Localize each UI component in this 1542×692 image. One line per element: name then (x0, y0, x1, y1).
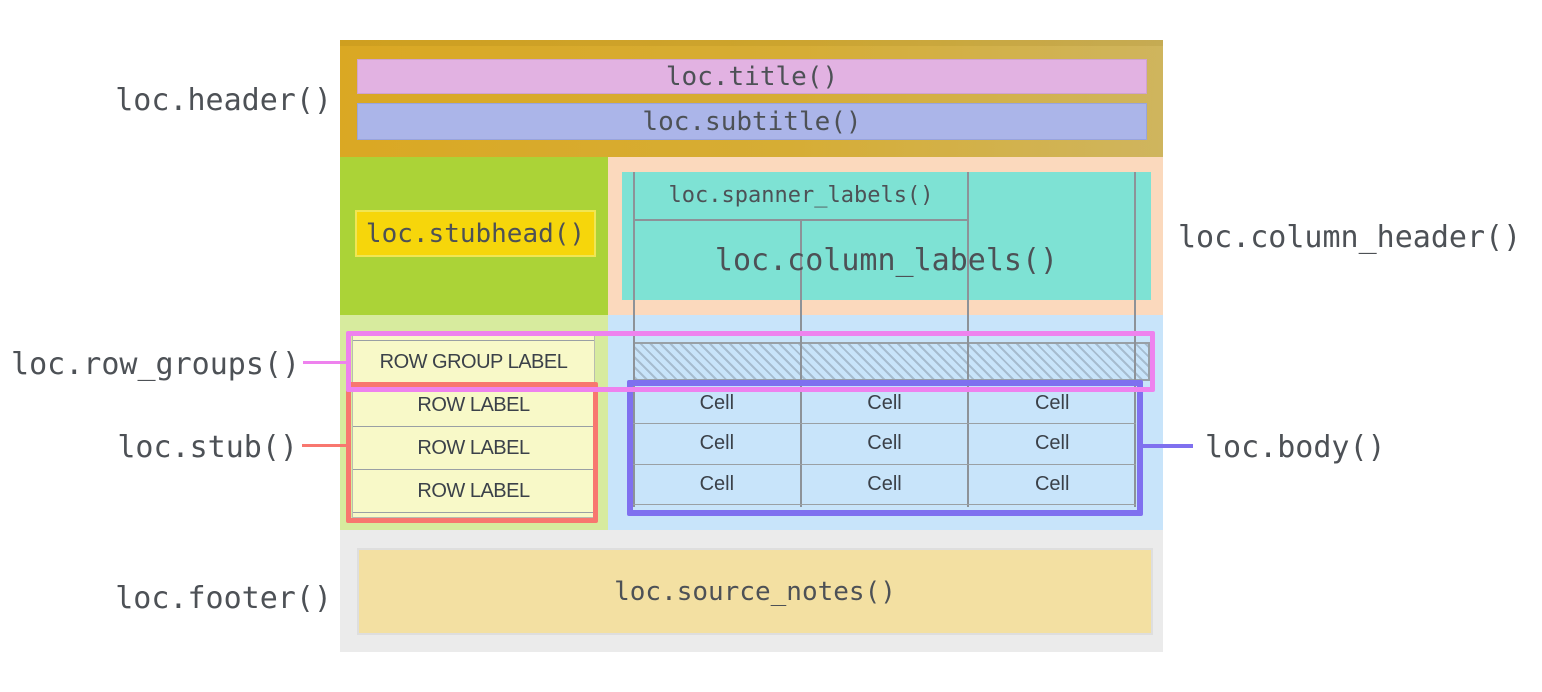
column-labels-box (622, 172, 1151, 300)
body-region (608, 315, 1163, 530)
body-cell: Cell (699, 432, 735, 455)
spanner-labels-cell: loc.spanner_labels() (633, 174, 969, 217)
loc-body-label: loc.body() (1205, 429, 1386, 465)
row-group-label-cell: ROW GROUP LABEL (353, 340, 594, 383)
body-cell: Cell (1034, 472, 1070, 495)
row-label-cell: ROW LABEL (353, 469, 594, 513)
column-labels-cell: loc.column_labels() (622, 225, 1151, 295)
loc-column-header-label: loc.column_header() (1178, 219, 1522, 255)
stubhead-label: loc.stubhead() (365, 218, 586, 249)
row-groups-outline (346, 331, 1155, 392)
loc-header-label: loc.header() (115, 82, 332, 118)
body-cell: Cell (867, 432, 902, 455)
loc-row-groups-label: loc.row_groups() (11, 346, 300, 382)
body-cell: Cell (1034, 432, 1070, 455)
body-connector-line (1141, 444, 1193, 448)
row-label-cell: ROW LABEL (353, 426, 594, 469)
stub-connector-line (302, 444, 348, 447)
subtitle-bar: loc.subtitle() (357, 103, 1147, 140)
stub-outline (346, 382, 598, 523)
body-cell: Cell (867, 392, 902, 415)
body-row: Cell Cell Cell (633, 465, 1136, 505)
body-cell: Cell (699, 472, 735, 495)
body-cell: Cell (1034, 392, 1070, 415)
body-cell-grid: Cell Cell Cell Cell Cell Cell Cell Cell … (633, 384, 1136, 505)
body-row: Cell Cell Cell (633, 424, 1136, 465)
body-cell: Cell (867, 472, 902, 495)
subtitle-label: loc.subtitle() (642, 106, 862, 137)
grid-line-vertical-1 (633, 172, 635, 507)
stubhead-box: loc.stubhead() (355, 210, 596, 257)
stub-block: ROW GROUP LABEL ROW LABEL ROW LABEL ROW … (352, 335, 595, 518)
loc-stub-label: loc.stub() (117, 429, 298, 465)
source-notes-label: loc.source_notes() (614, 576, 896, 607)
body-row: Cell Cell Cell (633, 384, 1136, 425)
body-outline (627, 380, 1143, 516)
title-label: loc.title() (665, 61, 839, 92)
row-groups-connector-line (303, 361, 348, 364)
column-labels-label: loc.column_labels() (714, 242, 1059, 278)
grid-line-vertical-4 (1134, 172, 1136, 507)
spanner-divider-line (633, 219, 969, 221)
title-bar: loc.title() (357, 59, 1147, 94)
body-cell: Cell (699, 392, 735, 415)
loc-footer-label: loc.footer() (115, 580, 332, 616)
spanner-labels-label: loc.spanner_labels() (668, 183, 934, 208)
source-notes-box: loc.source_notes() (357, 548, 1153, 635)
grid-line-vertical-2 (800, 219, 802, 507)
grid-line-vertical-3 (967, 172, 969, 507)
